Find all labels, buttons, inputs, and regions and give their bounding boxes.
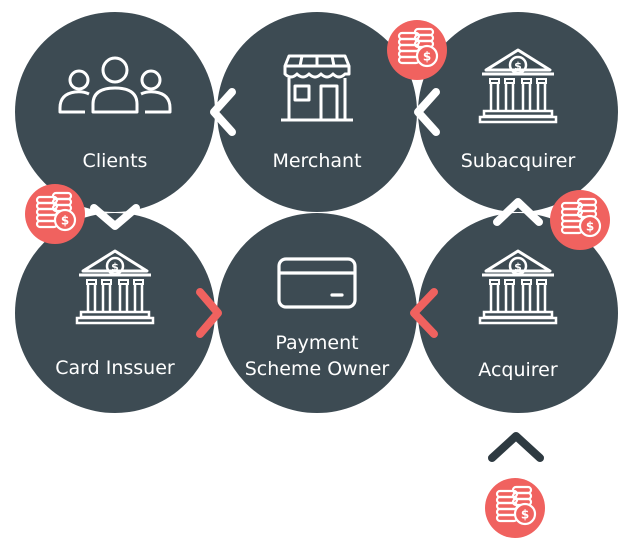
node-merchant [217, 12, 417, 212]
credit-card-icon [277, 257, 357, 309]
payment-scheme-owner-label-line1: Payment [275, 332, 358, 354]
chevron-left-icon-merchant-to-clients [210, 88, 236, 136]
subacquirer-label: Subacquirer [461, 150, 576, 172]
merchant-label: Merchant [272, 150, 361, 172]
chevron-left-icon-subacquirer-to-merchant [414, 88, 440, 136]
chevron-up-icon-bottom [488, 432, 544, 462]
chevron-up-icon-acquirer-to-subacquirer [493, 198, 543, 226]
node-payment-scheme-owner [217, 213, 417, 413]
acquirer-label: Acquirer [478, 359, 558, 381]
payment-scheme-owner-label-line2: Scheme Owner [245, 358, 390, 380]
clients-label: Clients [83, 150, 148, 172]
coins-icon-merchant-subacquirer [385, 18, 449, 82]
chevron-left-icon-acquirer-to-scheme [410, 288, 438, 338]
coins-icon-bottom [483, 476, 547, 540]
coins-icon-subacquirer-acquirer [548, 188, 612, 252]
coins-icon-clients-card-issuer [23, 182, 87, 246]
chevron-down-icon-clients-to-card-issuer [90, 204, 140, 230]
people-icon [58, 56, 172, 114]
storefront-icon [281, 54, 353, 122]
card-issuer-label: Card Inssuer [55, 357, 175, 379]
chevron-right-icon-card-issuer-to-scheme [196, 288, 222, 338]
